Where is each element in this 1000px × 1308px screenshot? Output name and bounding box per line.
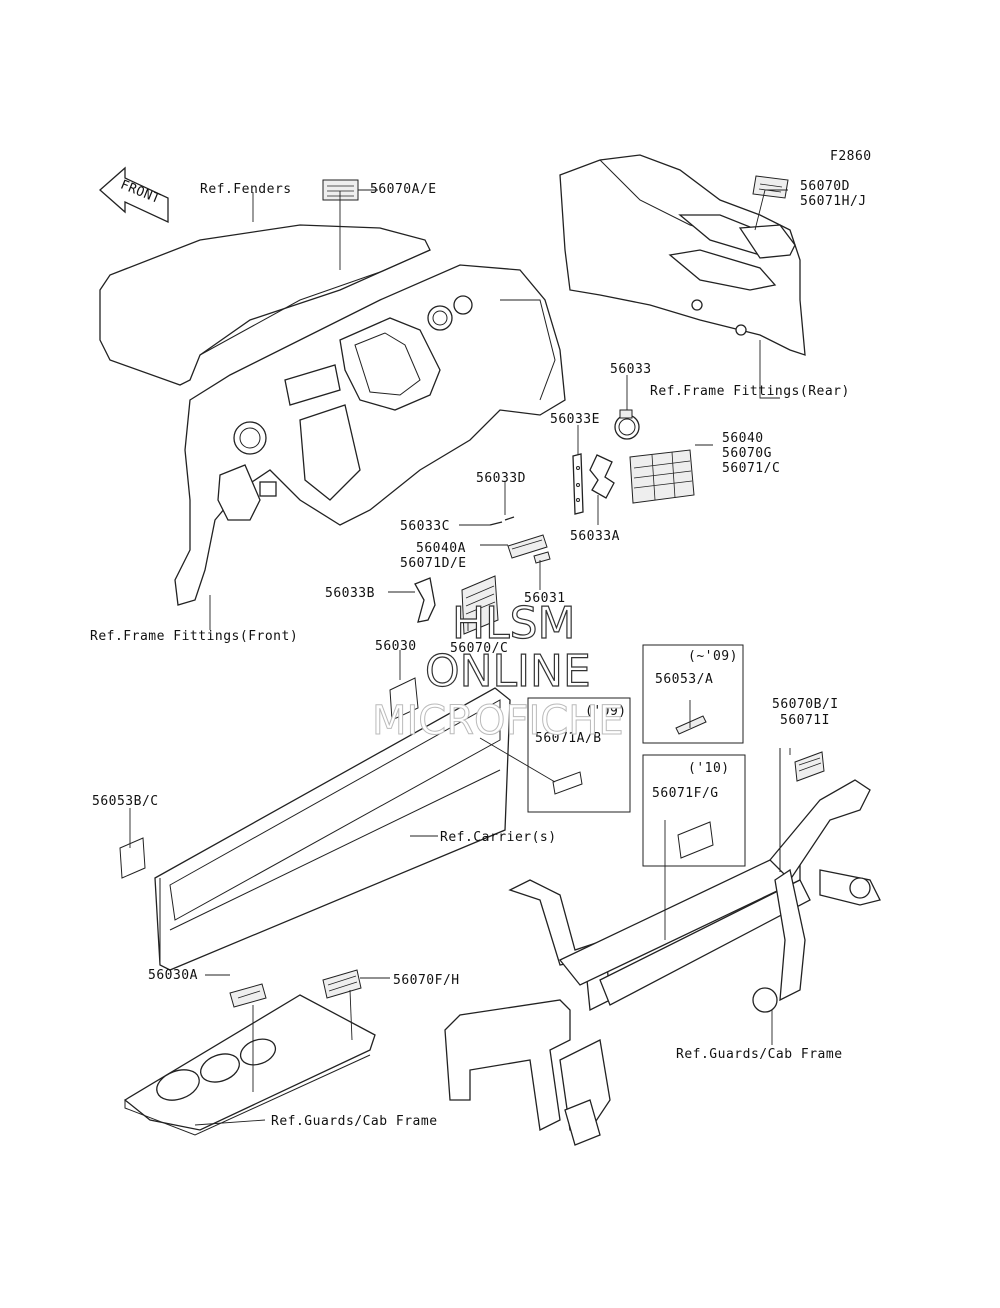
label-56033B: 56033B (325, 586, 375, 601)
ref-carrier: Ref.Carrier(s) (440, 830, 557, 845)
label-56033: 56033 (610, 362, 652, 377)
label-56070BI: 56070B/I (772, 697, 839, 712)
floor-guard-plate (123, 994, 376, 1136)
decal-56030A (229, 983, 267, 1008)
bracket-56033B (414, 577, 436, 623)
clamp-56033 (614, 409, 640, 440)
watermark-line-1: HLSM (452, 598, 576, 649)
label-56071I: 56071I (780, 713, 830, 728)
decal-56030 (389, 677, 419, 721)
front-arrow-icon: FRONT (99, 166, 169, 224)
label-56070D: 56070D (800, 179, 850, 194)
label-56040A: 56040A (416, 541, 466, 556)
watermark-line-2: ONLINE (425, 646, 591, 697)
ref-frame-front: Ref.Frame Fittings(Front) (90, 629, 298, 644)
label-56071C: 56071/C (722, 461, 780, 476)
box-upto09 (642, 644, 744, 744)
clip-56033C (489, 516, 515, 526)
labels: F2860 Ref.Fenders 56070A/E 56070D 56071H… (90, 149, 872, 1129)
decal-56070BI (794, 751, 825, 782)
ref-guards-cab-left: Ref.Guards/Cab Frame (271, 1114, 438, 1129)
leader-lines (129, 189, 791, 1126)
label-56071AB: 56071A/B (535, 731, 602, 746)
label-56070AE: 56070A/E (370, 182, 437, 197)
decal-56031 (533, 551, 551, 564)
label-56071HJ: 56071H/J (800, 194, 867, 209)
decal-56070FH (322, 969, 362, 999)
label-56070G: 56070G (722, 446, 772, 461)
label-56040: 56040 (722, 431, 764, 446)
note-09: ('09) (585, 704, 627, 719)
note-upto09: (~'09) (688, 649, 738, 664)
box-10 (642, 754, 746, 867)
watermark-line-3: MICROFICHE (372, 698, 624, 744)
bracket-56033A (589, 454, 615, 499)
label-56070FH: 56070F/H (393, 973, 460, 988)
ref-fenders: Ref.Fenders (200, 182, 292, 197)
cab-frame-tubing (444, 779, 881, 1146)
label-56033C: 56033C (400, 519, 450, 534)
decal-56070C (461, 575, 499, 635)
decal-56053A (675, 715, 707, 735)
decal-56040A (507, 534, 548, 559)
decal-56070AE (322, 179, 359, 201)
decal-56053BC (119, 837, 146, 879)
label-56033E: 56033E (550, 412, 600, 427)
box-09 (527, 697, 631, 813)
strip-56033E (572, 453, 584, 515)
label-56053A: 56053/A (655, 672, 713, 687)
decal-56070D (752, 175, 789, 199)
label-56030A: 56030A (148, 968, 198, 983)
watermark: HLSM ONLINE MICROFICHE (372, 597, 625, 744)
label-56033D: 56033D (476, 471, 526, 486)
label-56071DE: 56071D/E (400, 556, 467, 571)
label-56053BC: 56053B/C (92, 794, 159, 809)
figure-code: F2860 (830, 149, 872, 164)
label-56033A: 56033A (570, 529, 620, 544)
dash-panel-assembly (99, 224, 566, 606)
label-56031: 56031 (524, 591, 566, 606)
carrier-panel (154, 687, 511, 971)
label-56070C: 56070/C (450, 641, 508, 656)
note-10: ('10) (688, 761, 730, 776)
label-56030: 56030 (375, 639, 417, 654)
ref-guards-cab-right: Ref.Guards/Cab Frame (676, 1047, 843, 1062)
decal-56040 (629, 449, 695, 504)
rear-fitting-panel (559, 154, 806, 356)
decal-56071AB (552, 771, 583, 795)
ref-frame-rear: Ref.Frame Fittings(Rear) (650, 384, 850, 399)
label-56071FG: 56071F/G (652, 786, 719, 801)
decal-56071FG (677, 821, 714, 859)
